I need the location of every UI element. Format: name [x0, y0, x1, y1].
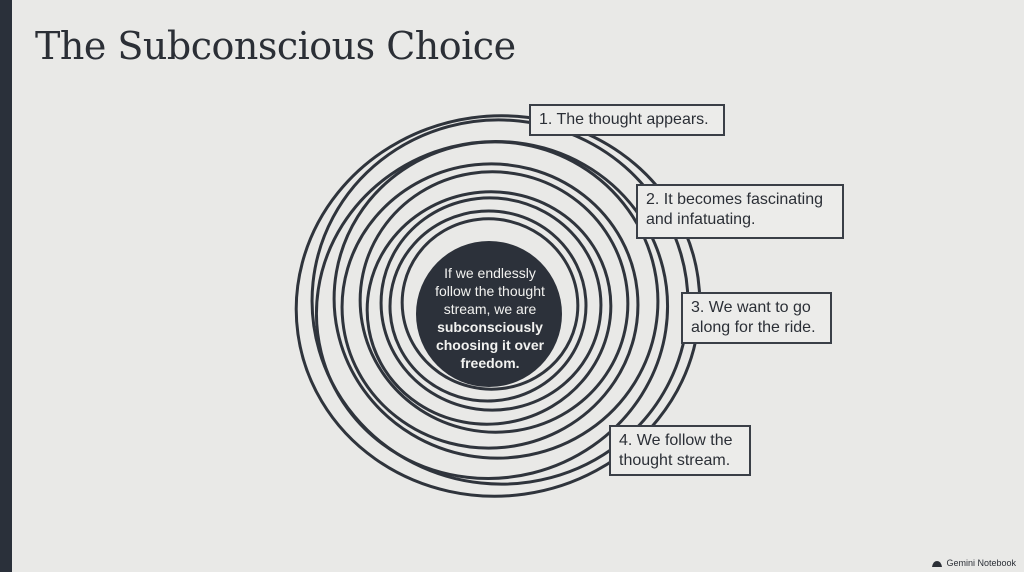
- spiral-ring: [294, 114, 702, 498]
- step-3-text: along for the ride.: [691, 319, 816, 336]
- step-2-text: 2. It becomes fascinating: [646, 191, 823, 208]
- center-message-line: follow the thought: [435, 283, 545, 299]
- spiral-ring: [365, 190, 613, 426]
- center-message-emphasis: choosing it over: [435, 337, 545, 353]
- spiral-ring: [388, 209, 588, 403]
- center-message-emphasis: freedom.: [460, 355, 520, 371]
- step-4-text: 4. We follow the: [619, 432, 733, 449]
- center-message-line: If we endlessly: [444, 265, 536, 281]
- step-2-callout: 2. It becomes fascinating and infatuatin…: [636, 184, 844, 239]
- step-2-text: and infatuating.: [646, 211, 756, 228]
- gemini-notebook-icon: [932, 560, 943, 567]
- center-message: If we endlessly follow the thought strea…: [420, 264, 560, 372]
- spiral-ring: [340, 162, 640, 450]
- center-message-line: stream, we are: [443, 301, 537, 317]
- step-4-text: thought stream.: [619, 452, 731, 469]
- spiral-rings: [294, 114, 702, 498]
- spiral-ring: [332, 140, 660, 460]
- brand-label: Gemini Notebook: [946, 558, 1016, 568]
- step-1-callout: 1. The thought appears.: [529, 104, 725, 136]
- step-4-callout: 4. We follow the thought stream.: [609, 425, 751, 476]
- step-3-text: 3. We want to go: [691, 299, 811, 316]
- spiral-ring: [379, 196, 603, 412]
- center-message-emphasis: subconsciously: [437, 319, 543, 335]
- left-accent-bar: [0, 0, 12, 572]
- spiral-center: [416, 241, 562, 387]
- step-3-callout: 3. We want to go along for the ride.: [681, 292, 832, 344]
- spiral-ring: [358, 170, 630, 434]
- slide-title: The Subconscious Choice: [35, 24, 516, 68]
- spiral-ring: [400, 217, 580, 391]
- brand-watermark: Gemini Notebook: [932, 558, 1016, 568]
- step-1-text: 1. The thought appears.: [539, 111, 709, 128]
